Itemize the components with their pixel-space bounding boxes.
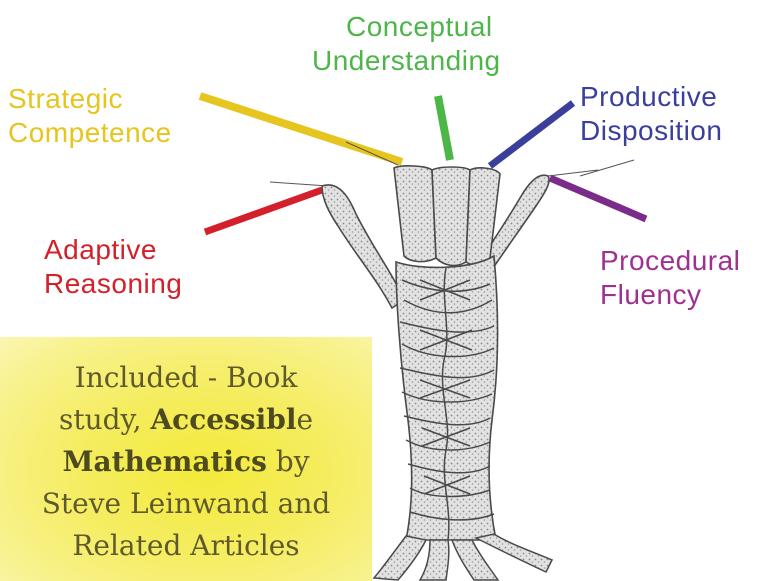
note-line-1: Included - Book xyxy=(0,357,372,399)
label-line: Adaptive xyxy=(44,233,182,267)
note-text-span: by xyxy=(267,445,310,478)
label-line: Productive xyxy=(580,80,722,114)
note-text-span: e xyxy=(296,403,313,436)
label-strategic-competence: Strategic Competence xyxy=(8,82,172,150)
rope-strand-left xyxy=(322,185,404,308)
note-text-span: Related Articles xyxy=(72,529,299,562)
label-line: Reasoning xyxy=(44,267,182,301)
label-conceptual-understanding: Conceptual Understanding xyxy=(312,10,501,78)
pointer-line-procedural xyxy=(550,178,646,219)
label-productive-disposition: Productive Disposition xyxy=(580,80,722,148)
label-line: Strategic xyxy=(8,82,172,116)
label-line: Procedural xyxy=(600,244,740,278)
label-line: Understanding xyxy=(312,44,501,78)
book-title-part: Accessibl xyxy=(150,403,296,436)
note-text-span: and xyxy=(269,487,331,520)
note-line-4: Steve Leinwand and xyxy=(0,483,372,525)
pointer-line-strategic xyxy=(200,96,402,162)
rope-strand-top-1 xyxy=(394,166,436,262)
label-line: Disposition xyxy=(580,114,722,148)
label-line: Conceptual xyxy=(312,10,501,44)
author-name: Steve Leinwand xyxy=(42,487,269,520)
note-text: Included - Book study, Accessible Mathem… xyxy=(0,357,372,567)
label-adaptive-reasoning: Adaptive Reasoning xyxy=(44,233,182,301)
rope-strand-top-2 xyxy=(432,167,470,265)
note-line-2: study, Accessible xyxy=(0,399,372,441)
book-title-part: Mathematics xyxy=(62,445,266,478)
label-line: Fluency xyxy=(600,278,740,312)
note-text-span: study, xyxy=(59,403,150,436)
note-line-3: Mathematics by xyxy=(0,441,372,483)
label-procedural-fluency: Procedural Fluency xyxy=(600,244,740,312)
pointer-line-productive xyxy=(490,103,573,166)
pointer-line-conceptual xyxy=(438,96,450,160)
note-text-span: Included - Book xyxy=(75,361,298,394)
rope-frayed-base xyxy=(374,534,552,580)
note-line-5: Related Articles xyxy=(0,525,372,567)
pointer-line-adaptive xyxy=(205,190,322,232)
label-line: Competence xyxy=(8,116,172,150)
